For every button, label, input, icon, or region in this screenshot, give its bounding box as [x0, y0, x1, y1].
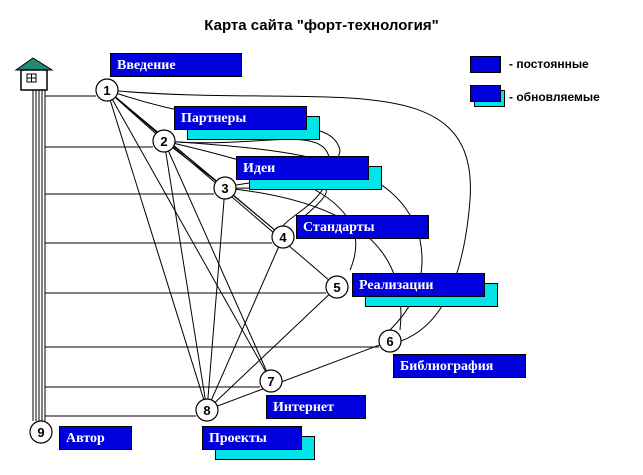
node-link — [206, 187, 226, 411]
page-link-9[interactable]: Автор — [59, 426, 132, 450]
node-link — [206, 286, 338, 411]
node-link — [224, 187, 284, 238]
page-link-6[interactable]: Библиография — [393, 354, 526, 378]
node-marker-6: 6 — [378, 329, 402, 353]
node-markers: 1 2 3 4 5 6 7 8 9 — [29, 78, 402, 444]
node-link — [163, 140, 272, 382]
legend-permanent-label: - постоянные — [509, 57, 589, 71]
page-link-5[interactable]: Реализации — [352, 273, 485, 297]
node-number: 3 — [221, 181, 228, 196]
page-link-4[interactable]: Стандарты — [296, 215, 429, 239]
node-marker-3: 3 — [213, 176, 237, 200]
node-number: 7 — [267, 374, 274, 389]
legend-updated-label: - обновляемые — [509, 90, 600, 104]
node-number: 4 — [279, 230, 287, 245]
node-link — [106, 89, 272, 382]
node-marker-4: 4 — [271, 225, 295, 249]
page-link-2[interactable]: Партнеры — [174, 106, 307, 130]
page-title: Карта сайта "форт-технология" — [204, 17, 439, 34]
node-curve — [163, 138, 331, 227]
node-number: 1 — [103, 83, 110, 98]
node-link — [163, 140, 208, 411]
node-number: 5 — [333, 280, 340, 295]
house-icon — [14, 57, 54, 91]
node-link — [106, 89, 208, 411]
node-curve — [163, 140, 357, 271]
node-marker-1: 1 — [95, 78, 119, 102]
node-link — [163, 140, 226, 189]
page-link-1[interactable]: Введение — [110, 53, 242, 77]
node-marker-9: 9 — [29, 420, 53, 444]
node-marker-5: 5 — [325, 275, 349, 299]
node-link — [206, 340, 391, 411]
node-curve — [106, 89, 471, 342]
legend-permanent-swatch — [470, 56, 501, 73]
node-number: 9 — [37, 425, 44, 440]
edges — [32, 89, 471, 421]
page-link-7[interactable]: Интернет — [266, 395, 366, 419]
page-link-3[interactable]: Идеи — [236, 156, 369, 180]
node-marker-8: 8 — [195, 398, 219, 422]
node-curve — [163, 140, 423, 331]
node-number: 8 — [203, 403, 210, 418]
page-link-8[interactable]: Проекты — [202, 426, 302, 450]
node-number: 6 — [386, 334, 393, 349]
node-marker-7: 7 — [259, 369, 283, 393]
legend-updated-swatch — [470, 85, 501, 102]
node-marker-2: 2 — [152, 129, 176, 153]
node-number: 2 — [160, 134, 167, 149]
